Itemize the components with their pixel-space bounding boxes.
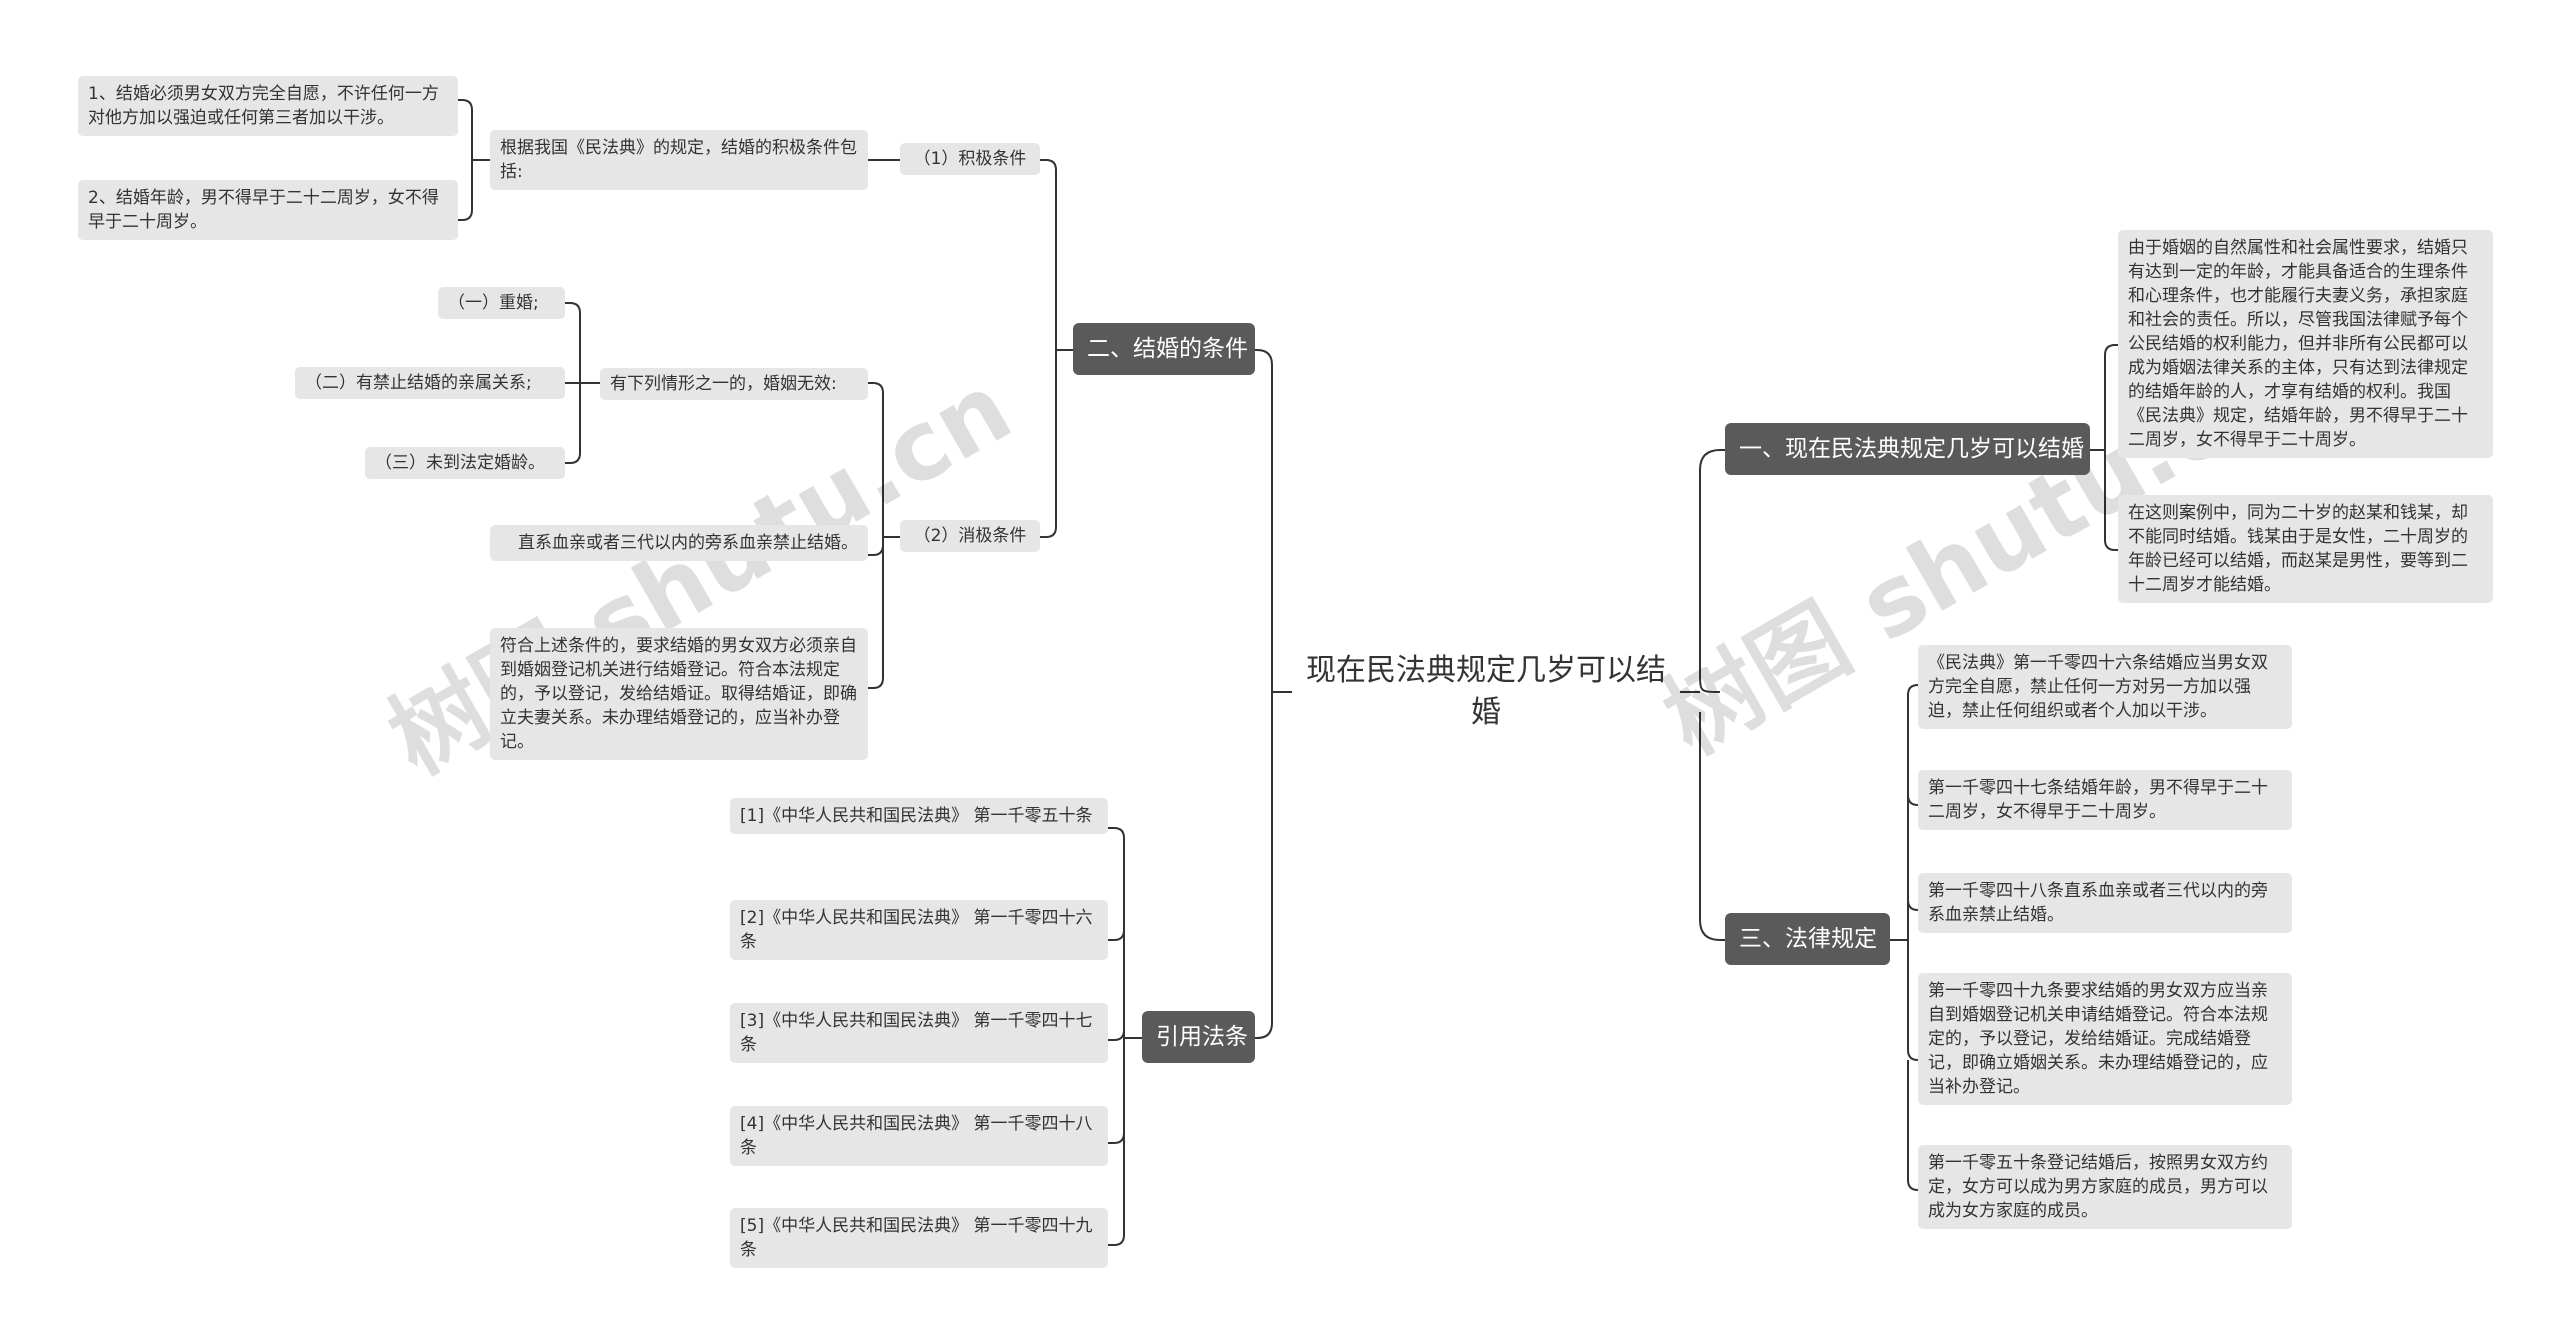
branch-b2[interactable]: 二、结婚的条件 [1073, 323, 1255, 375]
void-intro[interactable]: 有下列情形之一的，婚姻无效: [600, 368, 868, 400]
void-item-2[interactable]: （二）有禁止结婚的亲属关系; [295, 367, 565, 399]
positive-intro[interactable]: 根据我国《民法典》的规定，结婚的积极条件包括: [490, 130, 868, 190]
b3-item-2[interactable]: 第一千零四十七条结婚年龄，男不得早于二十二周岁，女不得早于二十周岁。 [1918, 770, 2292, 830]
void-item-3[interactable]: （三）未到法定婚龄。 [365, 447, 565, 479]
kin-prohibition[interactable]: 直系血亲或者三代以内的旁系血亲禁止结婚。 [490, 525, 868, 561]
citation-1[interactable]: [1]《中华人民共和国民法典》 第一千零五十条 [730, 798, 1108, 834]
branch-b1[interactable]: 一、现在民法典规定几岁可以结婚 [1725, 423, 2090, 475]
b1-paragraph-1[interactable]: 由于婚姻的自然属性和社会属性要求，结婚只有达到一定的年龄，才能具备适合的生理条件… [2118, 230, 2493, 458]
registration-requirement[interactable]: 符合上述条件的，要求结婚的男女双方必须亲自到婚姻登记机关进行结婚登记。符合本法规… [490, 628, 868, 760]
b3-item-5[interactable]: 第一千零五十条登记结婚后，按照男女双方约定，女方可以成为男方家庭的成员，男方可以… [1918, 1145, 2292, 1229]
b3-item-4[interactable]: 第一千零四十九条要求结婚的男女双方应当亲自到婚姻登记机关申请结婚登记。符合本法规… [1918, 973, 2292, 1105]
citation-4[interactable]: [4]《中华人民共和国民法典》 第一千零四十八条 [730, 1106, 1108, 1166]
positive-conditions-node[interactable]: （1）积极条件 [900, 143, 1040, 175]
b3-item-3[interactable]: 第一千零四十八条直系血亲或者三代以内的旁系血亲禁止结婚。 [1918, 873, 2292, 933]
branch-b4[interactable]: 引用法条 [1142, 1011, 1255, 1063]
root-title: 现在民法典规定几岁可以结婚 [1306, 653, 1666, 730]
positive-item-1[interactable]: 1、结婚必须男女双方完全自愿，不许任何一方对他方加以强迫或任何第三者加以干涉。 [78, 76, 458, 136]
citation-2[interactable]: [2]《中华人民共和国民法典》 第一千零四十六条 [730, 900, 1108, 960]
void-item-1[interactable]: （一）重婚; [438, 287, 565, 319]
positive-item-2[interactable]: 2、结婚年龄，男不得早于二十二周岁，女不得早于二十周岁。 [78, 180, 458, 240]
branch-b3[interactable]: 三、法律规定 [1725, 913, 1890, 965]
root-topic[interactable]: 现在民法典规定几岁可以结婚 [1292, 650, 1680, 734]
negative-conditions-node[interactable]: （2）消极条件 [900, 520, 1040, 552]
citation-3[interactable]: [3]《中华人民共和国民法典》 第一千零四十七条 [730, 1003, 1108, 1063]
b3-item-1[interactable]: 《民法典》第一千零四十六条结婚应当男女双方完全自愿，禁止任何一方对另一方加以强迫… [1918, 645, 2292, 729]
citation-5[interactable]: [5]《中华人民共和国民法典》 第一千零四十九条 [730, 1208, 1108, 1268]
b1-paragraph-2[interactable]: 在这则案例中，同为二十岁的赵某和钱某，却不能同时结婚。钱某由于是女性，二十周岁的… [2118, 495, 2493, 603]
